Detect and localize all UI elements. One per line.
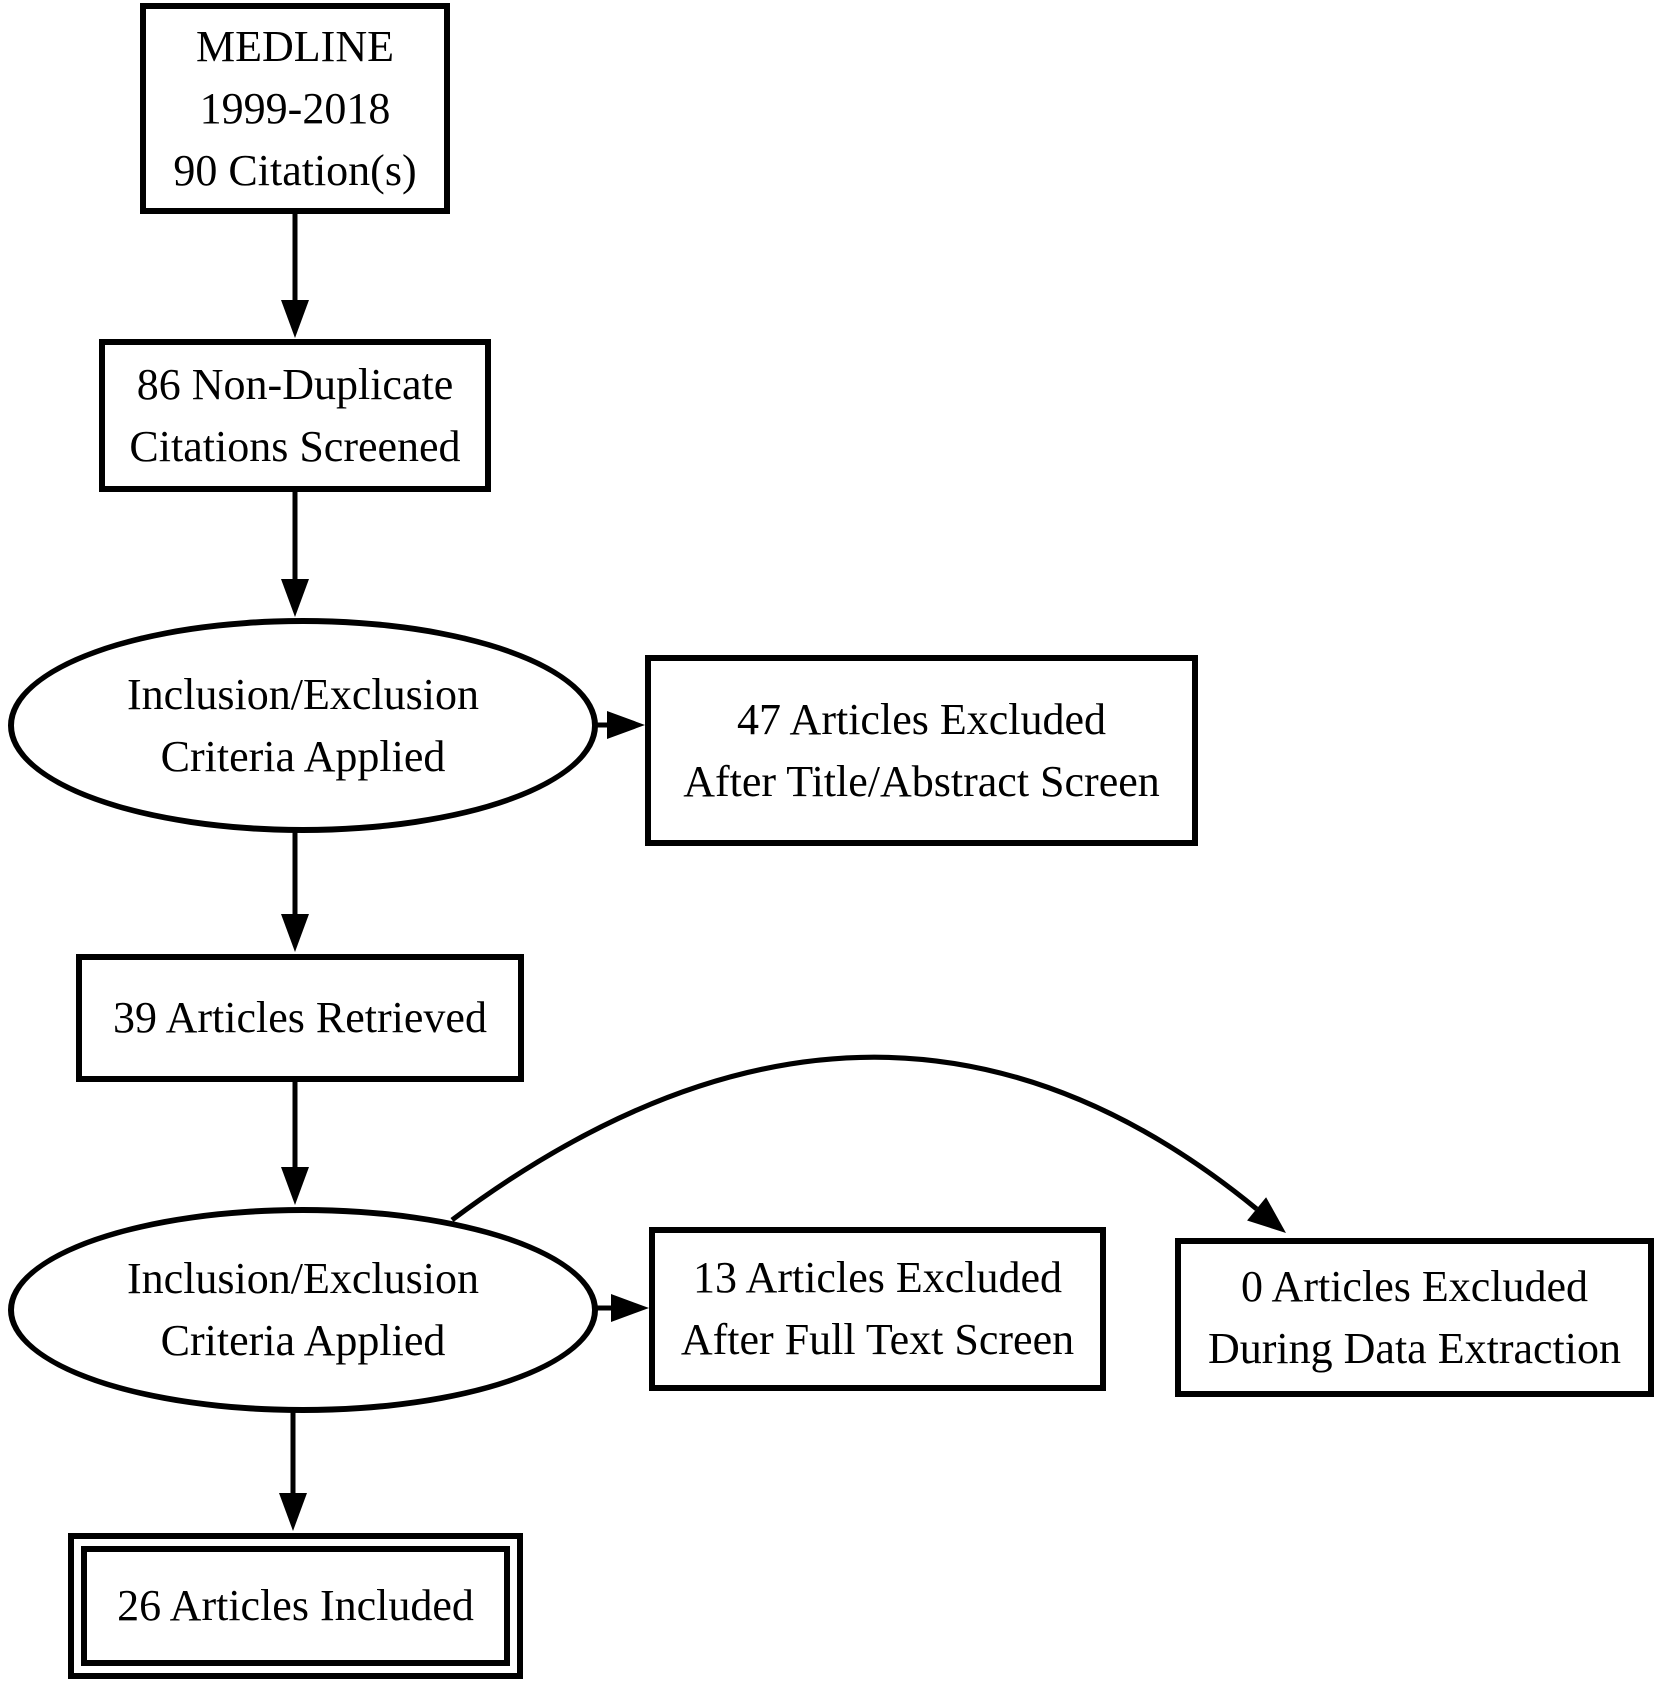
node-excluded-data-extraction: 0 Articles Excluded During Data Extracti… xyxy=(1175,1238,1654,1397)
node-criteria-applied-2: Inclusion/Exclusion Criteria Applied xyxy=(8,1207,598,1413)
arrow-criteria1-to-retrieved xyxy=(281,830,309,952)
node-articles-retrieved: 39 Articles Retrieved xyxy=(76,954,524,1082)
node-line: Inclusion/Exclusion xyxy=(127,1254,479,1303)
node-non-duplicate-screened: 86 Non-Duplicate Citations Screened xyxy=(99,339,491,492)
node-line: Criteria Applied xyxy=(160,1316,446,1365)
node-line: Inclusion/Exclusion xyxy=(127,669,479,719)
node-line: 90 Citation(s) xyxy=(173,145,417,195)
node-line: 39 Articles Retrieved xyxy=(113,993,487,1042)
node-line: After Title/Abstract Screen xyxy=(683,756,1160,806)
node-line: MEDLINE xyxy=(196,21,394,71)
node-line: After Full Text Screen xyxy=(680,1315,1075,1364)
arrow-source-to-screened xyxy=(281,210,309,338)
node-line: 0 Articles Excluded xyxy=(1240,1261,1588,1311)
node-line: 86 Non-Duplicate xyxy=(136,359,454,409)
arrow-criteria2-to-included xyxy=(279,1410,307,1531)
arrow-criteria2-to-excluded-data-extraction xyxy=(450,1054,1286,1233)
arrow-screened-to-criteria1 xyxy=(281,489,309,617)
node-line: Criteria Applied xyxy=(160,731,446,781)
node-line: During Data Extraction xyxy=(1208,1323,1621,1373)
arrow-retrieved-to-criteria2 xyxy=(281,1080,309,1205)
node-line: 47 Articles Excluded xyxy=(736,694,1106,744)
node-articles-included-inner-border: 26 Articles Included xyxy=(81,1546,510,1666)
node-medline-source: MEDLINE 1999-2018 90 Citation(s) xyxy=(140,3,450,214)
arrow-criteria2-to-excluded-full-text xyxy=(597,1294,649,1322)
node-excluded-title-abstract: 47 Articles Excluded After Title/Abstrac… xyxy=(645,655,1198,846)
node-criteria-applied-1: Inclusion/Exclusion Criteria Applied xyxy=(8,618,598,833)
node-articles-included: 26 Articles Included xyxy=(68,1533,523,1679)
arrow-criteria1-to-excluded-title-abstract xyxy=(595,711,645,739)
node-excluded-full-text: 13 Articles Excluded After Full Text Scr… xyxy=(649,1227,1106,1391)
node-line: 13 Articles Excluded xyxy=(692,1253,1062,1302)
node-line: 26 Articles Included xyxy=(117,1581,474,1630)
node-line: Citations Screened xyxy=(129,421,461,471)
node-line: 1999-2018 xyxy=(199,83,391,133)
